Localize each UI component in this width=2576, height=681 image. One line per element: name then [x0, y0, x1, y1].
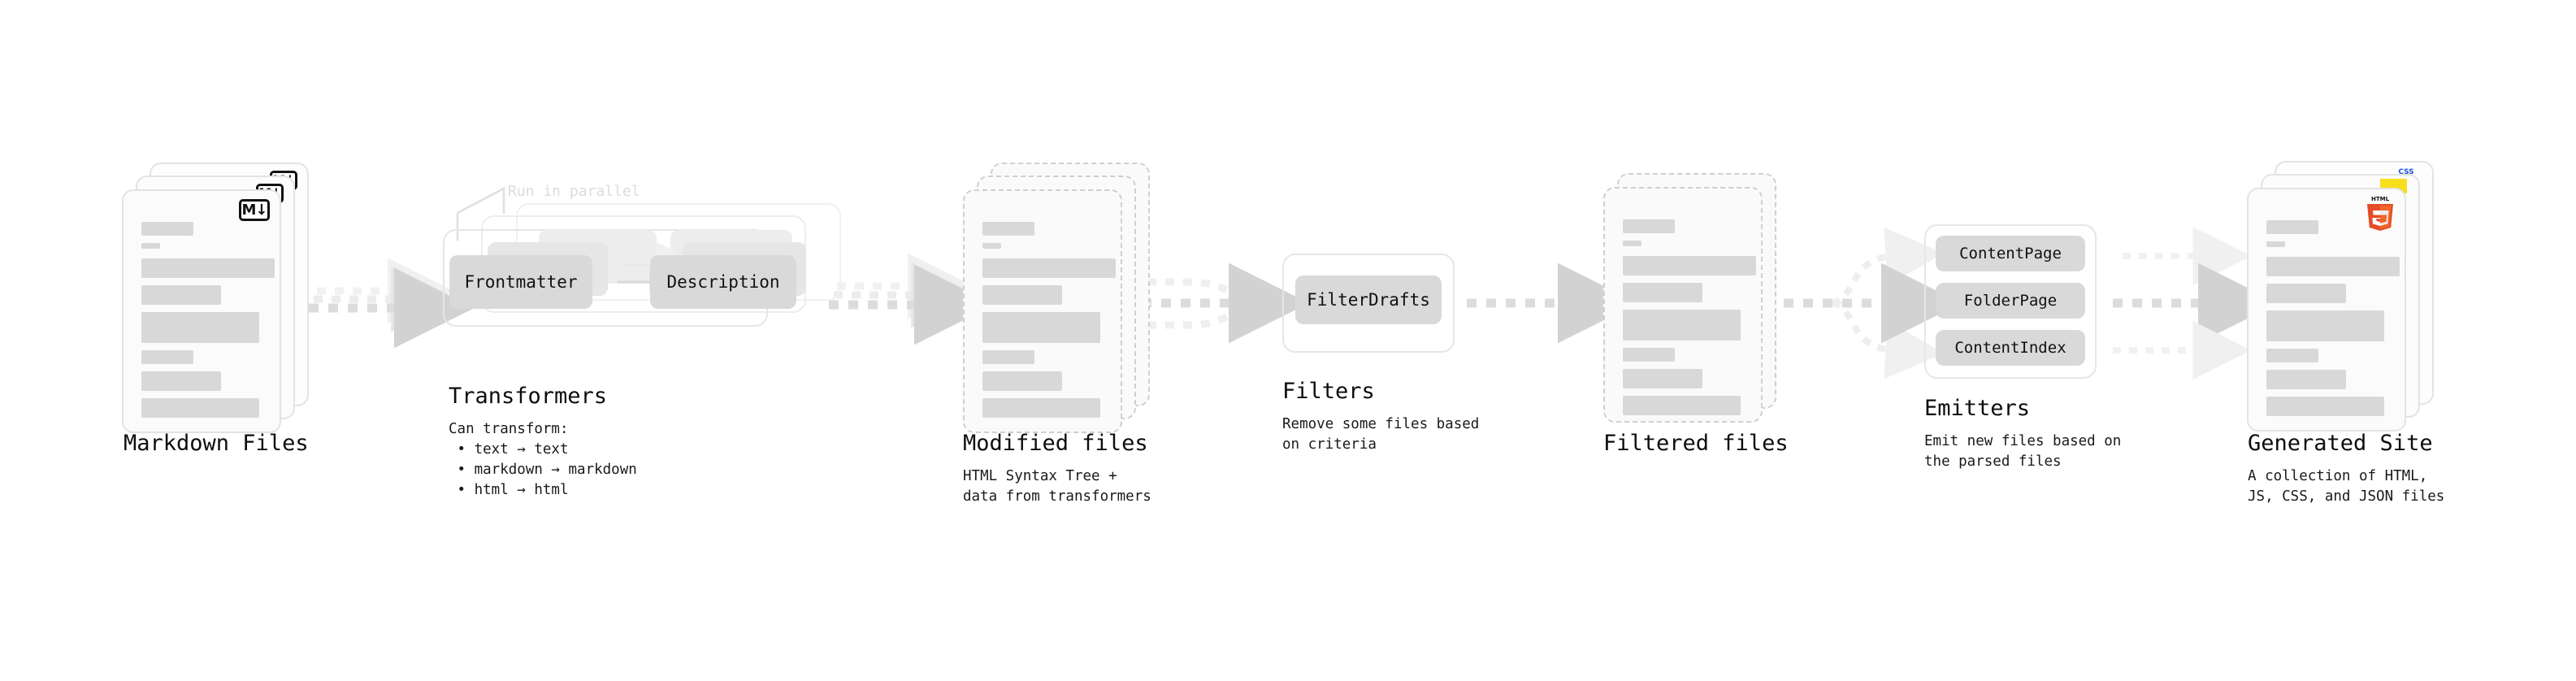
filtered-card-stack	[1603, 173, 1790, 433]
placeholder-line	[141, 371, 221, 391]
stage-title-markdown-files: Markdown Files	[124, 431, 309, 456]
chip-label: ContentIndex	[1954, 339, 2066, 357]
stage-description-filters: Remove some files based on criteria	[1282, 416, 1480, 453]
transformer-plugin-frontmatter[interactable]: Frontmatter	[449, 255, 592, 309]
stage-title-filters: Filters	[1282, 379, 1375, 404]
modified-card-stack	[963, 163, 1150, 433]
stage-title-modified-files: Modified files	[963, 431, 1148, 456]
filter-plugin-filterdrafts[interactable]: FilterDrafts	[1295, 275, 1442, 324]
emitter-plugin-contentindex[interactable]: ContentIndex	[1936, 330, 2085, 366]
placeholder-line	[982, 398, 1100, 418]
stage-description-generated-site: A collection of HTML, JS, CSS, and JSON …	[2248, 468, 2445, 505]
placeholder-line	[141, 285, 221, 305]
chip-label: ContentPage	[1959, 245, 2062, 262]
css-badge-label: CSS	[2398, 168, 2414, 176]
connector-emitters-to-site	[2113, 227, 2279, 380]
placeholder-line	[141, 243, 160, 249]
placeholder-line	[1623, 369, 1702, 388]
placeholder-line	[1623, 310, 1741, 340]
markdown-card-front: M↓	[122, 189, 281, 433]
markdown-placeholder-lines	[141, 222, 275, 425]
svg-text:HTML: HTML	[2371, 196, 2390, 202]
placeholder-line	[982, 371, 1062, 391]
placeholder-line	[2266, 257, 2400, 276]
transformer-plugin-description[interactable]: Description	[650, 255, 796, 309]
modified-card-front	[963, 189, 1122, 433]
markdown-card-stack: M↓ M↓ M↓	[122, 163, 309, 433]
run-in-parallel-annotation: Run in parallel	[508, 183, 640, 200]
css-icon: CSS	[2396, 165, 2416, 176]
emitter-plugin-folderpage[interactable]: FolderPage	[1936, 283, 2085, 319]
filtered-placeholder-lines	[1623, 219, 1756, 423]
placeholder-line	[2266, 310, 2384, 341]
placeholder-line	[982, 350, 1034, 364]
placeholder-line	[982, 243, 1001, 249]
filtered-card-front	[1603, 187, 1763, 423]
markdown-down-icon: M↓	[239, 199, 270, 221]
stage-title-filtered-files: Filtered files	[1603, 431, 1789, 456]
placeholder-line	[1623, 283, 1702, 302]
placeholder-line	[1623, 241, 1641, 246]
html5-shield-svg: HTML	[2367, 196, 2393, 231]
run-in-parallel-leader	[456, 186, 505, 241]
stage-description-transformers: Can transform: • text → text • markdown …	[449, 421, 637, 498]
stage-title-emitters: Emitters	[1924, 396, 2031, 421]
placeholder-line	[141, 258, 275, 278]
placeholder-line	[2266, 220, 2318, 234]
emitter-plugin-contentpage[interactable]: ContentPage	[1936, 236, 2085, 271]
chip-label: Frontmatter	[464, 272, 578, 292]
chip-label: Description	[666, 272, 780, 292]
placeholder-line	[982, 285, 1062, 305]
placeholder-line	[1623, 348, 1675, 362]
site-placeholder-lines	[2266, 220, 2400, 423]
placeholder-line	[2266, 241, 2285, 247]
stage-title-generated-site: Generated Site	[2248, 431, 2433, 456]
modified-placeholder-lines	[982, 222, 1116, 425]
placeholder-line	[982, 312, 1100, 343]
site-card-front: HTML	[2247, 188, 2406, 432]
filters-group-box	[1282, 254, 1455, 353]
stage-generated-site: CSS HTML	[2247, 161, 2442, 437]
placeholder-line	[1623, 256, 1756, 275]
connector-filtered-to-emitters	[1784, 227, 1962, 380]
stage-modified-files	[963, 163, 1150, 433]
placeholder-line	[982, 222, 1034, 236]
connector-markdown-to-transformers	[309, 258, 475, 349]
stage-description-modified-files: HTML Syntax Tree + data from transformer…	[963, 468, 1151, 505]
emitters-group-box	[1924, 224, 2097, 379]
placeholder-line	[982, 258, 1116, 278]
placeholder-line	[141, 350, 193, 364]
html5-icon: HTML	[2364, 193, 2396, 231]
placeholder-line	[2266, 397, 2384, 416]
site-card-stack: CSS HTML	[2247, 161, 2442, 437]
connector-modified-to-filters	[1142, 262, 1309, 344]
stage-filtered-files	[1603, 173, 1790, 433]
chip-label: FolderPage	[1963, 292, 2058, 310]
placeholder-line	[141, 222, 193, 236]
placeholder-line	[1623, 396, 1741, 415]
stage-title-transformers: Transformers	[449, 384, 608, 409]
placeholder-line	[2266, 284, 2346, 303]
chip-label: FilterDrafts	[1307, 290, 1430, 310]
placeholder-line	[141, 312, 259, 343]
placeholder-line	[141, 398, 259, 418]
placeholder-line	[2266, 370, 2346, 389]
placeholder-line	[1623, 219, 1675, 233]
stage-description-emitters: Emit new files based on the parsed files	[1924, 433, 2122, 470]
stage-markdown-files: M↓ M↓ M↓	[122, 163, 309, 433]
placeholder-line	[2266, 349, 2318, 362]
connector-transformers-to-modified	[829, 253, 995, 345]
